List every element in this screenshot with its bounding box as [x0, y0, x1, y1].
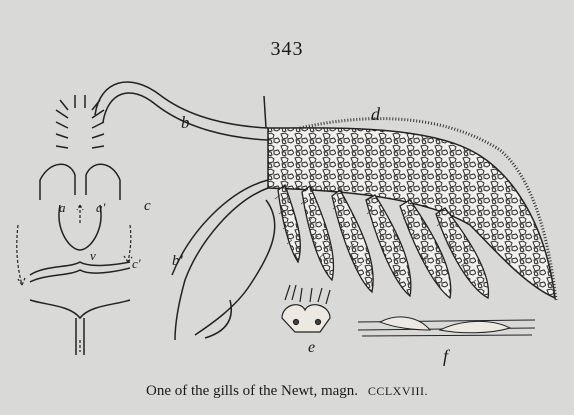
cell-cluster-e [282, 285, 330, 332]
caption-text: One of the gills of the Newt, magn. [146, 383, 358, 399]
label-c: c [144, 198, 151, 214]
vessel-b-prime [172, 180, 275, 340]
label-a: a [59, 200, 66, 215]
label-a-prime: a' [96, 200, 106, 215]
label-c-prime: c' [132, 256, 141, 271]
heart-vessels [30, 95, 130, 355]
label-f: f [443, 346, 451, 366]
heart-arrows [17, 205, 132, 352]
label-v: v [90, 248, 96, 263]
label-b: b [181, 113, 190, 132]
figure-number: CCLXVIII. [368, 384, 428, 398]
label-e: e [308, 339, 315, 356]
label-b-prime: b' [172, 253, 184, 269]
figure-caption: One of the gills of the Newt, magn. CCLX… [0, 383, 574, 400]
label-d: d [371, 104, 381, 124]
tissue-strip-f [358, 317, 535, 336]
